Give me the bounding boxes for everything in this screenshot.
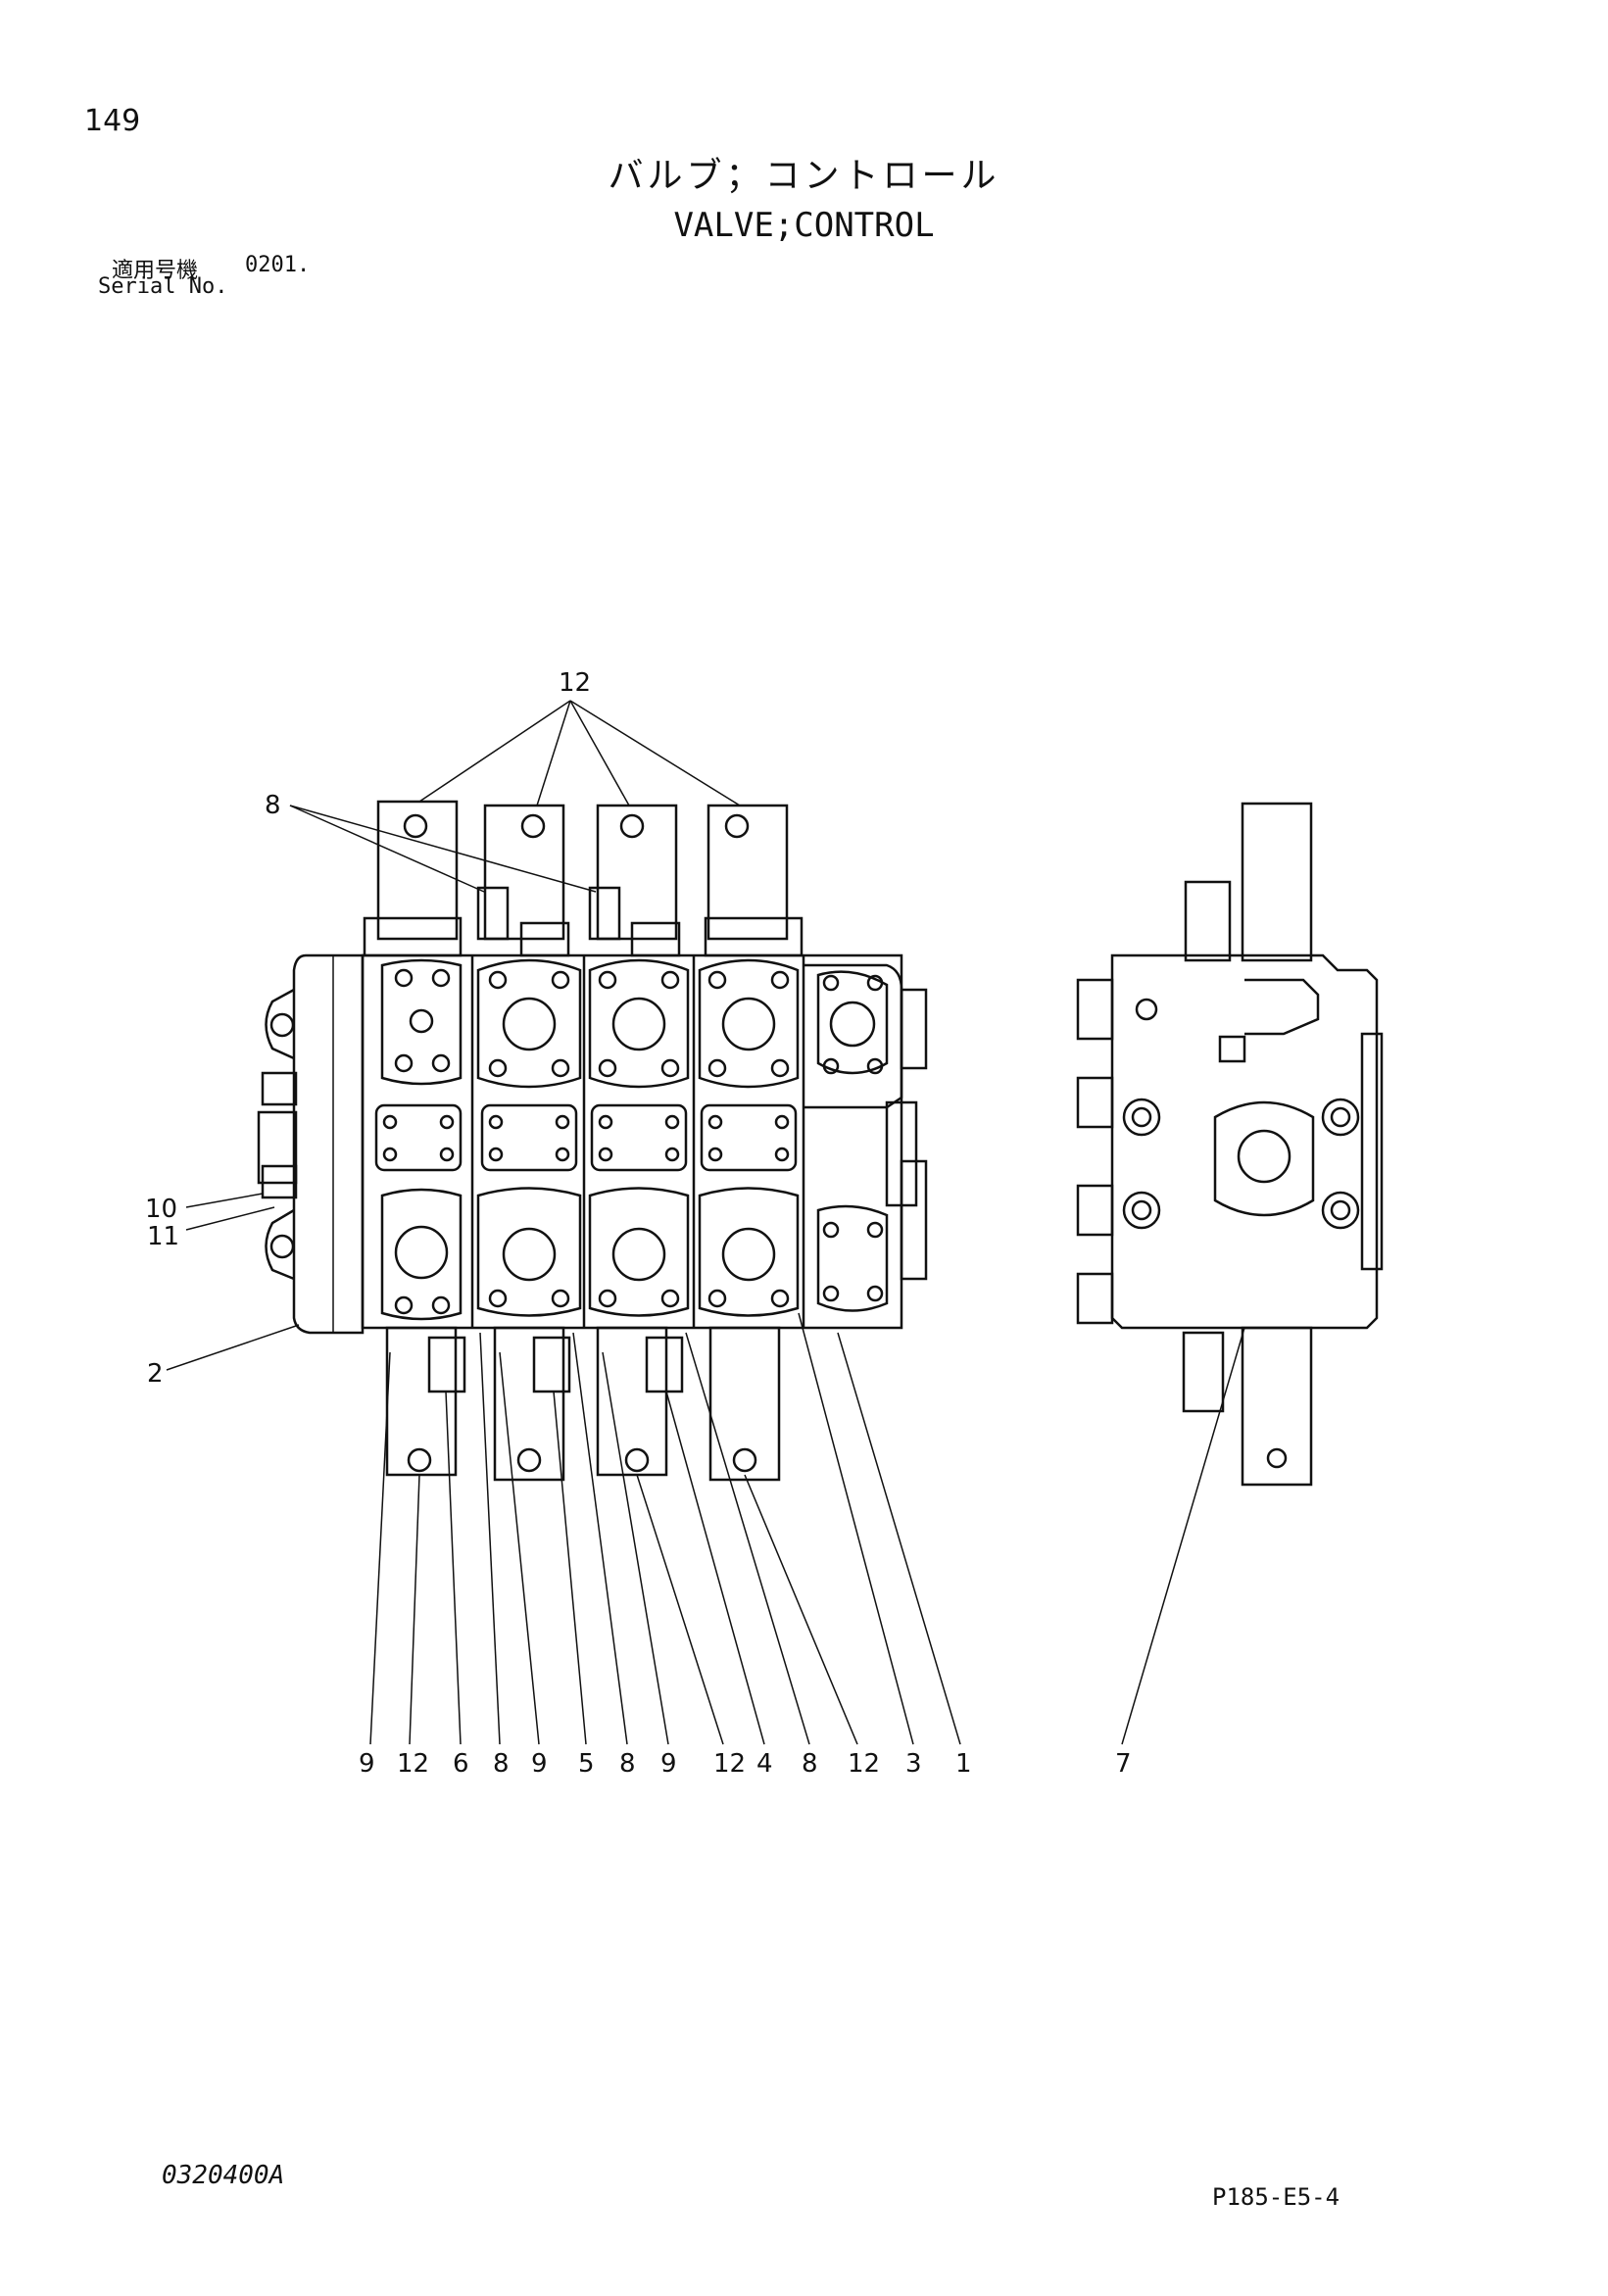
bottom-callout-label: 8	[619, 1749, 636, 1779]
top-pilot-caps	[363, 800, 804, 957]
callout-8-top: 8	[265, 791, 281, 820]
valve-body	[361, 953, 903, 1330]
left-end-cover	[292, 953, 365, 1335]
serial-label-english: Serial No.	[98, 274, 228, 299]
bottom-callout-label: 5	[578, 1749, 595, 1779]
serial-value: 0201.	[245, 253, 311, 277]
middle-bolt-plates	[374, 1103, 798, 1172]
callout-2: 2	[147, 1359, 164, 1389]
bottom-callout-label: 3	[905, 1749, 922, 1779]
leader-lines	[166, 700, 1245, 1745]
left-mounting-ears	[257, 988, 298, 1281]
bottom-callout-label: 9	[660, 1749, 677, 1779]
side-view	[1076, 802, 1384, 1487]
callout-7: 7	[1115, 1749, 1132, 1779]
bottom-callout-label: 12	[848, 1749, 880, 1779]
callout-12-top: 12	[559, 668, 591, 698]
bottom-pilot-caps	[385, 1326, 781, 1482]
callout-10: 10	[145, 1195, 177, 1224]
bottom-callout-label: 1	[955, 1749, 972, 1779]
callout-numbers: 12 8 10 11 2 7 9 12 6 8 9 5 8 9 12 4 8 1…	[145, 668, 1132, 1779]
page-code: P185-E5-4	[1212, 2183, 1340, 2211]
right-inlet-section	[804, 963, 928, 1312]
bottom-callout-label: 9	[531, 1749, 548, 1779]
bottom-callout-label: 12	[713, 1749, 746, 1779]
bottom-callout-label: 12	[397, 1749, 429, 1779]
front-view	[257, 800, 928, 1482]
bottom-callout-label: 8	[802, 1749, 818, 1779]
bottom-callout-row: 9 12 6 8 9 5 8 9 12 4 8 12 3 1	[359, 1749, 972, 1779]
title-japanese: バルブ；コントロール	[608, 156, 1000, 196]
callout-11: 11	[147, 1222, 179, 1251]
bottom-callout-label: 6	[453, 1749, 469, 1779]
page-number: 149	[84, 104, 141, 138]
document-code: 0320400A	[162, 2161, 285, 2190]
title-english: VALVE;CONTROL	[673, 206, 935, 245]
serial-label-japanese: 適用号機	[112, 259, 199, 283]
bottom-callout-label: 9	[359, 1749, 375, 1779]
section-flanges	[380, 958, 800, 1321]
bottom-callout-label: 8	[493, 1749, 510, 1779]
bottom-callout-label: 4	[756, 1749, 773, 1779]
